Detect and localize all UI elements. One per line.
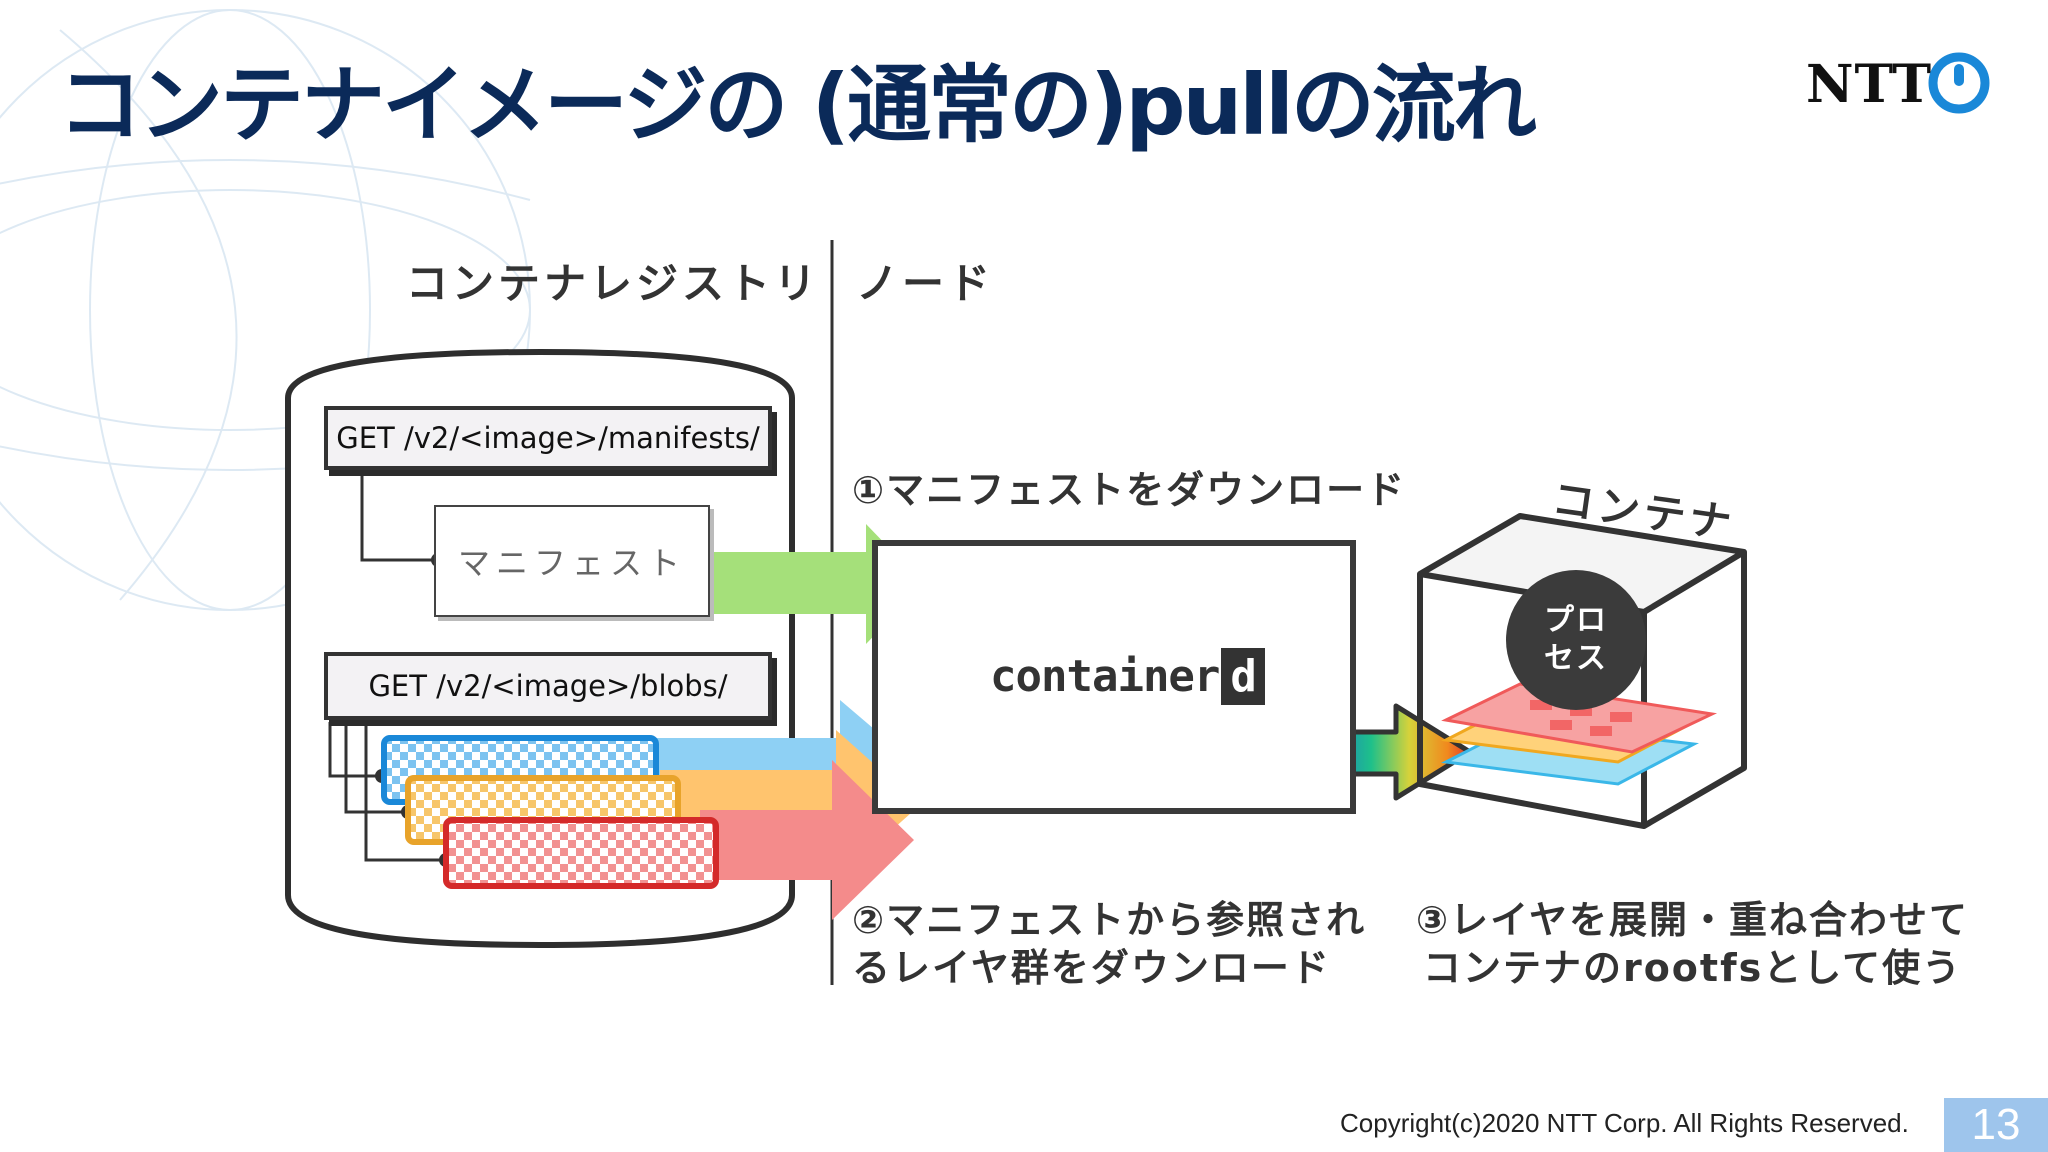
ntt-logo-text: NTT (1806, 54, 1933, 115)
manifest-request-box: GET /v2/<image>/manifests/ (324, 406, 772, 470)
copyright: Copyright(c)2020 NTT Corp. All Rights Re… (1340, 1108, 1909, 1138)
blob-request-box: GET /v2/<image>/blobs/ (324, 652, 772, 720)
blob-connectors (328, 722, 446, 862)
page-number: 13 (1944, 1098, 2048, 1152)
manifest-connector (360, 475, 438, 562)
containerd-box (872, 540, 1356, 814)
manifest-arrow (710, 524, 924, 644)
registry-label: コンテナレジストリ (406, 259, 821, 308)
container-layers (1441, 682, 1718, 786)
step2-label: ②マニフェストから参照され るレイヤ群をダウンロード (852, 898, 1367, 990)
blob-arrow-red (700, 760, 914, 920)
step3-label: ③レイヤを展開・重ね合わせて コンテナのrootfsとして使う (1416, 898, 1970, 990)
step1-label: ①マニフェストをダウンロード (852, 468, 1407, 512)
node-label: ノード (856, 259, 995, 308)
ntt-logo-icon (1928, 52, 1990, 114)
layer-red (443, 817, 719, 889)
slide-title: コンテナイメージの (通常の)pullの流れ (58, 56, 1537, 154)
manifest-document: マニフェスト (434, 505, 710, 617)
process-circle: プロセス (1506, 570, 1646, 710)
